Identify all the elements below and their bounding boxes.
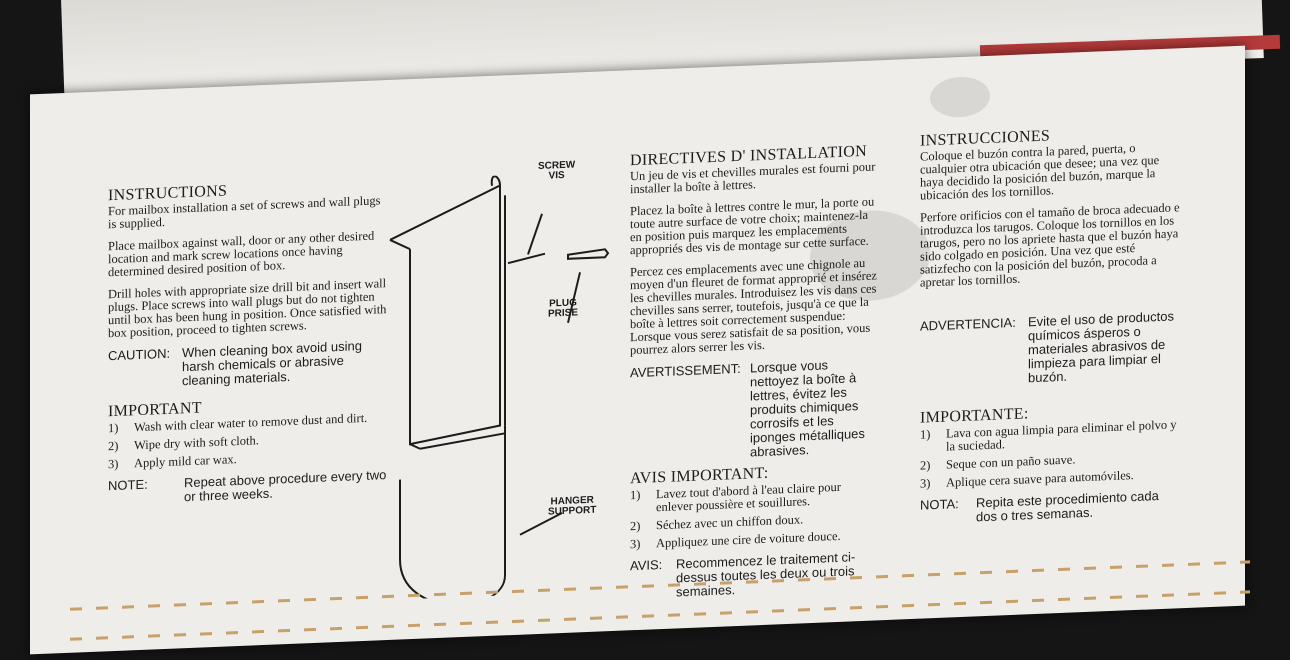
screw [507,252,546,265]
instruction-card: INSTRUCTIONS For mailbox installation a … [30,45,1250,655]
note-text: Repeat above procedure every two or thre… [184,467,387,505]
english-paragraph-2: Place mailbox against wall, door or any … [108,228,375,280]
french-paragraph-2: Placez la boîte à lettres contre le mur,… [630,194,875,258]
note-text: Recommencez le traitement ci-dessus tout… [676,549,856,600]
french-section: DIRECTIVES D' INSTALLATION Un jeu de vis… [630,143,880,601]
warning-text: Lorsque vous nettoyez la boîte à lettres… [750,357,865,460]
spanish-steps: 1)Lava con agua limpia para eliminar el … [920,417,1180,490]
warning-text: Evite el uso de productos químicos ásper… [1028,308,1174,386]
mailbox-outline [389,183,501,446]
hanger-wire [399,425,506,601]
english-paragraph-3: Drill holes with appropriate size drill … [108,276,387,341]
spanish-paragraph-1: Coloque el buzón contra la pared, puerta… [920,140,1160,203]
english-note: NOTE: Repeat above procedure every two o… [108,467,388,507]
note-label: AVIS: [630,557,663,574]
french-paragraph-3: Percez ces emplacements avec une chignol… [630,255,877,358]
french-note: AVIS: Recommencez le traitement ci-dessu… [630,549,880,601]
note-text: Repita este procedimiento cada dos o tre… [976,488,1159,525]
english-section: INSTRUCTIONS For mailbox installation a … [108,178,388,507]
french-warning: AVERTISSEMENT: Lorsque vous nettoyez la … [630,356,880,464]
wall-plug [567,248,610,260]
warning-label: ADVERTENCIA: [920,314,1016,334]
spanish-note: NOTA: Repita este procedimiento cada dos… [920,488,1180,526]
mailbox-diagram [389,175,610,601]
caution-label: CAUTION: [108,345,171,364]
plug-label: PLUG PRISE [548,297,579,320]
screw-label: SCREW VIS [538,159,576,182]
warning-label: AVERTISSEMENT: [630,360,741,381]
stain [930,75,990,119]
caution-text: When cleaning box avoid using harsh chem… [182,338,362,389]
english-caution: CAUTION: When cleaning box avoid using h… [108,338,388,391]
spanish-warning: ADVERTENCIA: Evite el uso de productos q… [920,308,1180,389]
spanish-section: INSTRUCCIONES Coloque el buzón contra la… [920,124,1180,526]
english-steps: 1)Wash with clear water to remove dust a… [108,411,388,471]
note-label: NOTA: [920,496,959,513]
note-label: NOTE: [108,476,148,494]
spanish-paragraph-2: Perfore orificios con el tamaño de broca… [920,200,1180,290]
hanger-label: HANGER SUPPORT [548,494,597,518]
hook [490,175,501,187]
french-steps: 1)Lavez tout d'abord à l'eau claire pour… [630,479,880,551]
